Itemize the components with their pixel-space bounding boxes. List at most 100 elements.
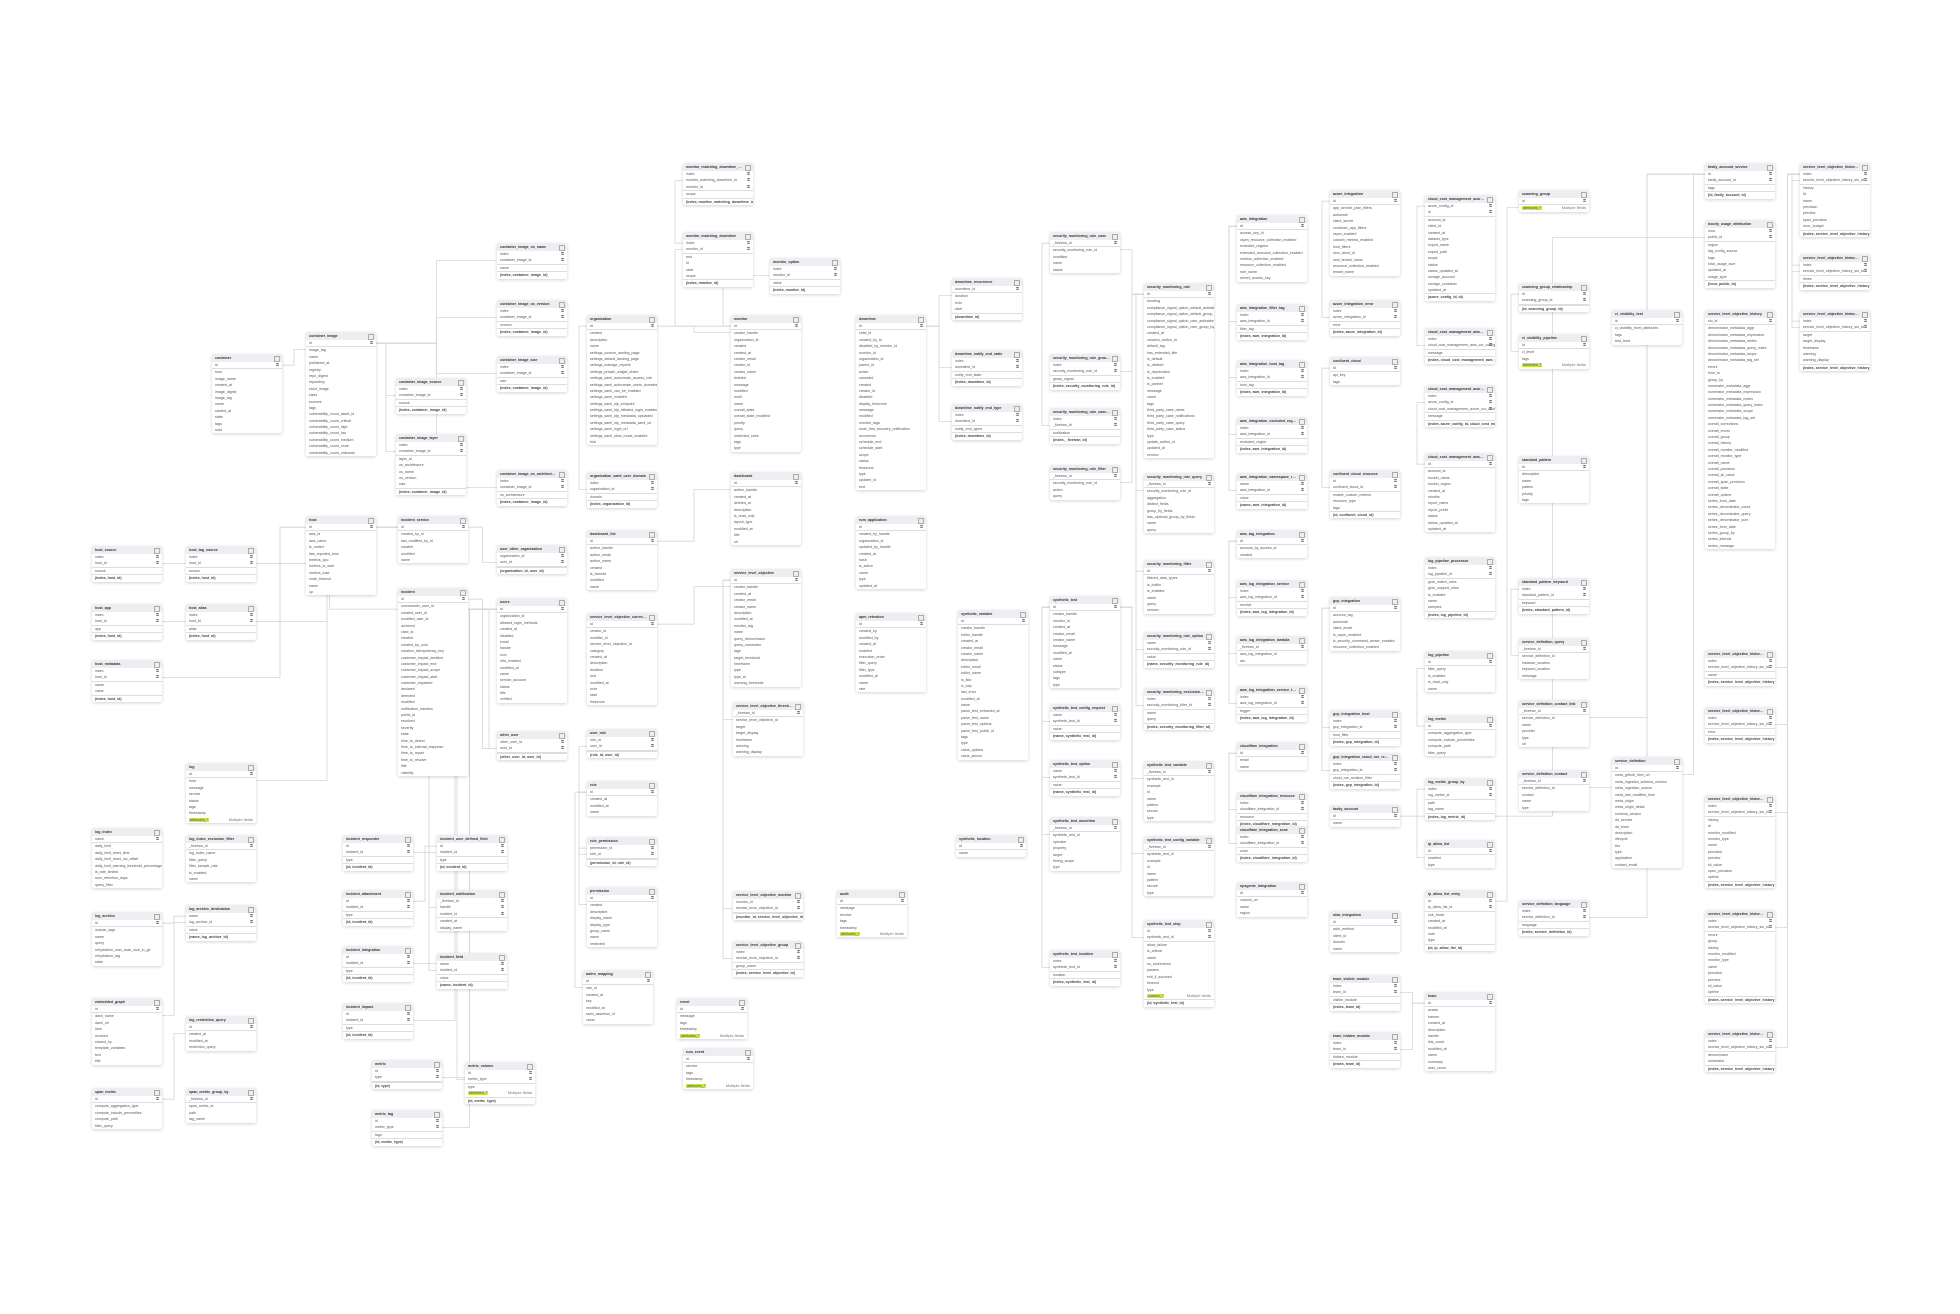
expand-icon[interactable] [832, 259, 838, 266]
table-header[interactable]: incident_user_defined_field [437, 835, 507, 843]
expand-icon[interactable] [1581, 901, 1587, 908]
table-service-level-objective-history-group-error[interactable]: service_level_objective_history_group_er… [1705, 707, 1775, 743]
table-header[interactable]: synthetic_test_option [1050, 760, 1120, 768]
table-header[interactable]: fastly_account [1330, 805, 1400, 813]
table-header[interactable]: monitor_matching_downtime [683, 232, 753, 240]
expand-icon[interactable] [405, 891, 411, 898]
expand-icon[interactable] [1392, 1033, 1398, 1040]
expand-icon[interactable] [1392, 711, 1398, 718]
table-log-index-exclusion-filter[interactable]: log_index_exclusion_filter_fivetran_id⚿l… [186, 835, 256, 883]
expand-icon[interactable] [499, 836, 505, 843]
expand-icon[interactable] [1487, 779, 1493, 786]
table-header[interactable]: aws_tag_integration [1237, 530, 1307, 538]
table-header[interactable]: team_visible_module [1330, 975, 1400, 983]
expand-icon[interactable] [1392, 598, 1398, 605]
table-header[interactable]: aws_integration_excluded_region [1237, 417, 1307, 425]
expand-icon[interactable] [1767, 164, 1773, 171]
expand-icon[interactable] [1392, 191, 1398, 198]
expand-icon[interactable] [1112, 466, 1118, 473]
expand-icon[interactable] [1018, 836, 1024, 843]
expand-icon[interactable] [1767, 911, 1773, 918]
expand-icon[interactable] [1299, 827, 1305, 834]
table-service-level-objective-history-threshold[interactable]: service_level_objective_history_threshol… [1800, 310, 1870, 372]
expand-icon[interactable] [248, 836, 254, 843]
table-header[interactable]: service_level_objective_history_series_t… [1705, 1030, 1775, 1038]
table-header[interactable]: incident_service [398, 516, 468, 524]
table-header[interactable]: ip_allow_list [1425, 840, 1495, 848]
table-header[interactable]: monitor [731, 315, 801, 323]
expand-icon[interactable] [645, 971, 651, 978]
expand-icon[interactable] [1299, 883, 1305, 890]
expand-icon[interactable] [1112, 705, 1118, 712]
table-header[interactable]: container_image_os_version [497, 300, 567, 308]
table-incident-notification[interactable]: incident_notification_fivetran_id⚿handle… [437, 890, 507, 931]
table-header[interactable]: scanning_group_relationship [1519, 283, 1589, 291]
table-header[interactable]: audit [837, 890, 907, 898]
table-header[interactable]: log_index [92, 828, 162, 836]
expand-icon[interactable] [1014, 351, 1020, 358]
expand-icon[interactable] [1112, 597, 1118, 604]
table-header[interactable]: monitor_matching_downtime_scope [683, 163, 753, 171]
table-header[interactable]: service_level_objective_threshold [733, 702, 803, 710]
expand-icon[interactable] [1487, 891, 1493, 898]
expand-icon[interactable] [1487, 652, 1493, 659]
table-header[interactable]: service_definition_query [1519, 638, 1589, 646]
expand-icon[interactable] [1487, 841, 1493, 848]
table-header[interactable]: user_other_organization [497, 545, 567, 553]
expand-icon[interactable] [918, 614, 924, 621]
expand-icon[interactable] [527, 1063, 533, 1070]
expand-icon[interactable] [434, 1111, 440, 1118]
expand-icon[interactable] [248, 547, 254, 554]
table-service-level-objective-history-series-time[interactable]: service_level_objective_history_series_t… [1705, 1030, 1775, 1072]
expand-icon[interactable] [1487, 329, 1493, 336]
table-header[interactable]: apm_retention [856, 613, 926, 621]
table-header[interactable]: service_level_objective_history_threshol… [1800, 310, 1870, 318]
table-header[interactable]: synthetic_variable [958, 610, 1028, 618]
table-header[interactable]: log [186, 763, 256, 771]
table-header[interactable]: synthetic_test_variable [1144, 761, 1214, 769]
expand-icon[interactable] [1299, 581, 1305, 588]
table-header[interactable]: gcp_integration [1330, 597, 1400, 605]
table-synthetic-test-config-variable[interactable]: synthetic_test_config_variable_fivetran_… [1144, 836, 1214, 897]
table-header[interactable]: incident_impact [343, 1003, 413, 1011]
expand-icon[interactable] [1487, 196, 1493, 203]
expand-icon[interactable] [1112, 355, 1118, 362]
table-header[interactable]: cloud_cost_management_aws_cur_config [1425, 453, 1495, 461]
table-gcp-integration-cloud-run-revision-filter[interactable]: gcp_integration_cloud_run_revision_filte… [1330, 753, 1400, 789]
expand-icon[interactable] [1487, 454, 1493, 461]
table-header[interactable]: aws_log_integration_service_trigger [1237, 686, 1307, 694]
expand-icon[interactable] [1581, 284, 1587, 291]
table-header[interactable]: log_pipeline_processor [1425, 557, 1495, 565]
table-header[interactable]: metric_tag [372, 1110, 442, 1118]
